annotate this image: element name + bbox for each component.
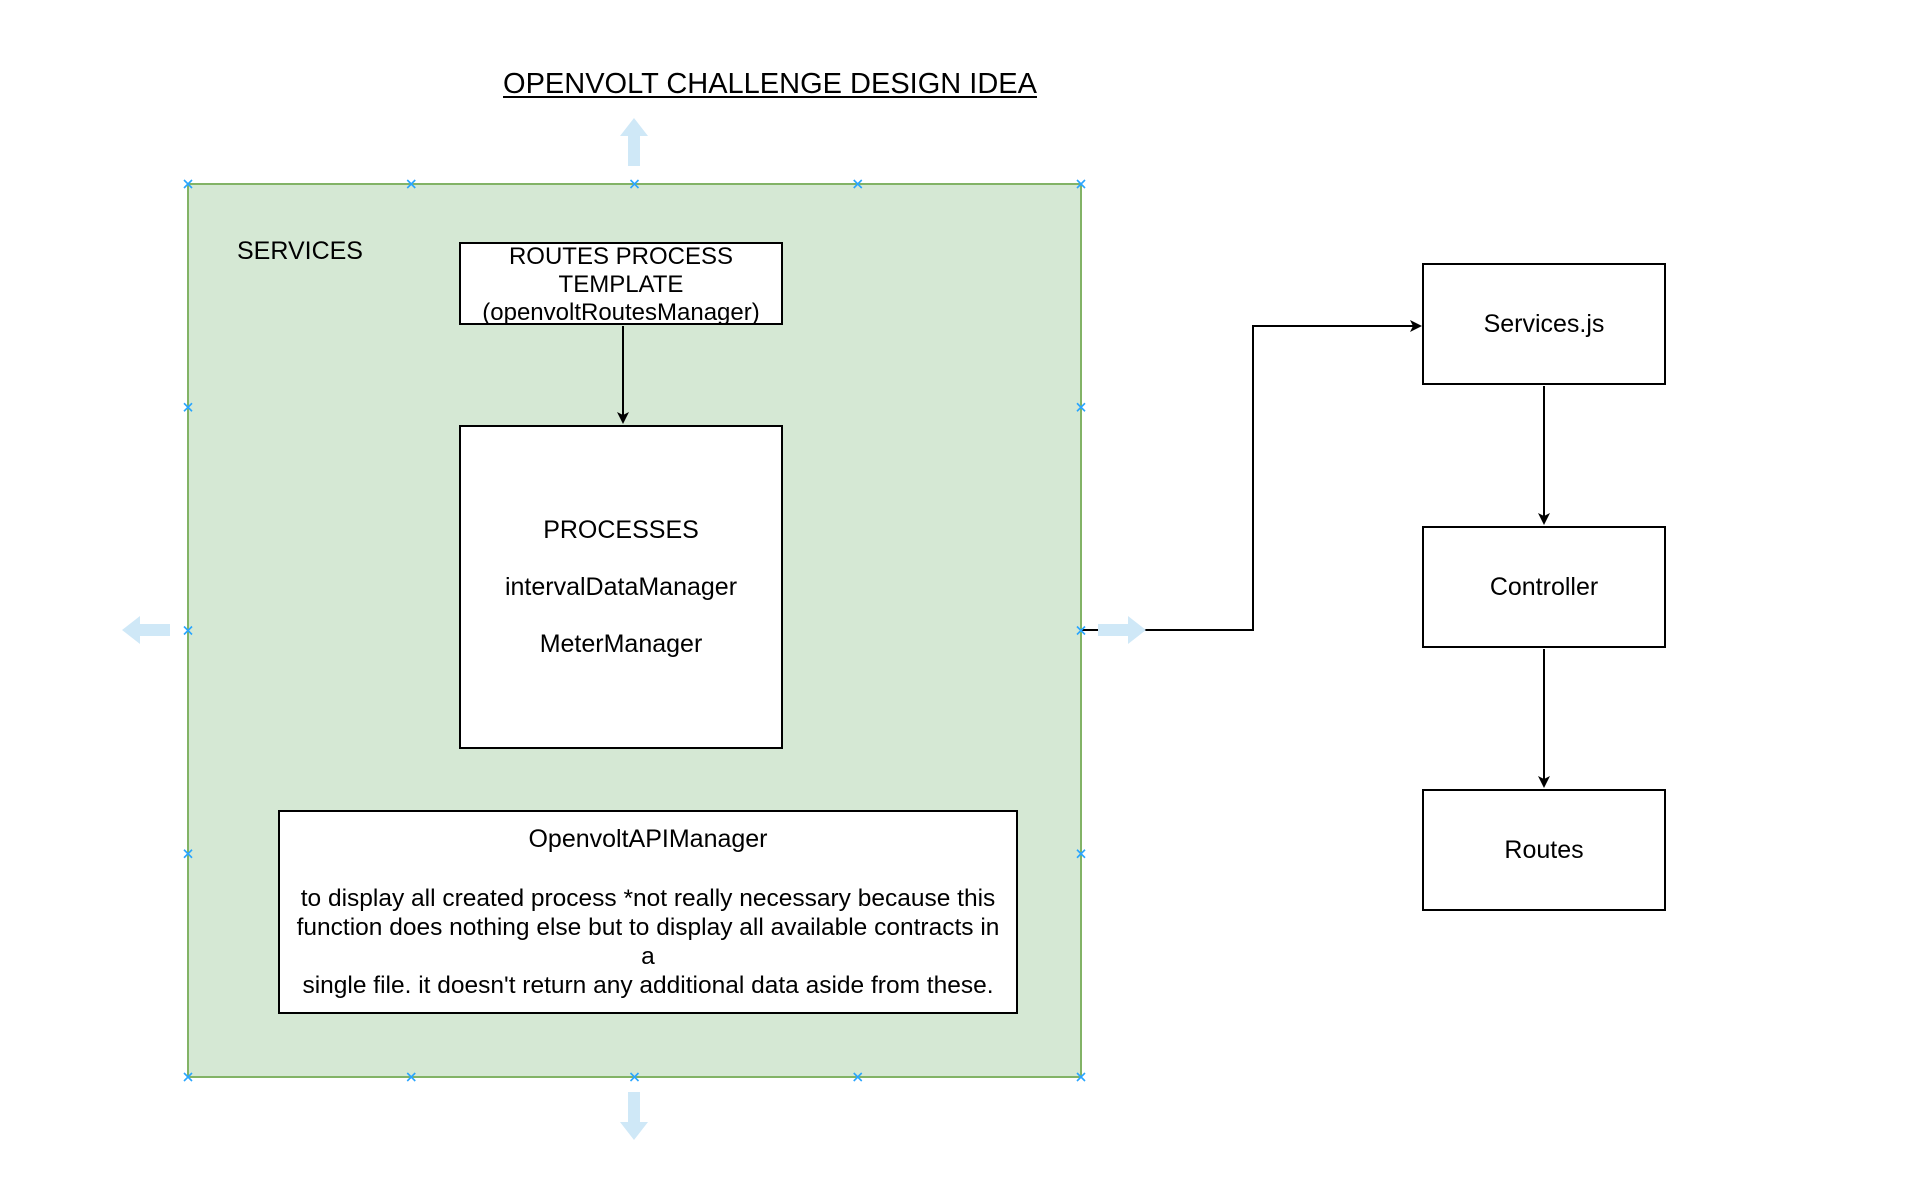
api-manager-description: to display all created process *not real… bbox=[290, 884, 1006, 1000]
selection-handle-icon[interactable] bbox=[1076, 849, 1086, 859]
api-manager-heading: OpenvoltAPIManager bbox=[528, 824, 768, 853]
selection-handle-icon[interactable] bbox=[183, 179, 193, 189]
hover-connect-arrow-icon-right[interactable] bbox=[1098, 616, 1146, 644]
selection-handle-icon[interactable] bbox=[183, 402, 193, 412]
selection-handle-icon[interactable] bbox=[1076, 1072, 1086, 1082]
selection-handles bbox=[183, 179, 1086, 1082]
routes-template-line1: ROUTES PROCESS bbox=[508, 242, 734, 270]
selection-handle-icon[interactable] bbox=[1076, 402, 1086, 412]
selection-handle-icon[interactable] bbox=[183, 1072, 193, 1082]
selection-handle-icon[interactable] bbox=[853, 1072, 863, 1082]
services-js-box[interactable]: Services.js bbox=[1422, 263, 1666, 385]
hover-connect-arrow-icon-down[interactable] bbox=[620, 1092, 648, 1140]
selection-handle-icon[interactable] bbox=[629, 1072, 640, 1082]
edge-services-to-servicesjs[interactable] bbox=[1081, 320, 1422, 631]
selection-handle-icon[interactable] bbox=[853, 179, 863, 189]
processes-box[interactable]: PROCESSES intervalDataManager MeterManag… bbox=[459, 425, 783, 749]
process-item: MeterManager bbox=[539, 629, 703, 658]
selection-handle-icon[interactable] bbox=[406, 179, 416, 189]
controller-box[interactable]: Controller bbox=[1422, 526, 1666, 648]
selection-handle-icon[interactable] bbox=[1076, 625, 1086, 636]
hover-connect-arrow-icon-up[interactable] bbox=[620, 118, 648, 166]
selection-handle-icon[interactable] bbox=[1076, 179, 1086, 189]
processes-heading: PROCESSES bbox=[543, 515, 699, 544]
diagram-title: OPENVOLT CHALLENGE DESIGN IDEA bbox=[503, 68, 1037, 100]
services-container-label: SERVICES bbox=[237, 237, 363, 265]
openvolt-api-manager-box[interactable]: OpenvoltAPIManager to display all create… bbox=[278, 810, 1018, 1014]
selection-handle-icon[interactable] bbox=[183, 625, 193, 636]
api-description-line: function does nothing else but to displa… bbox=[296, 913, 1000, 970]
routes-template-line3: (openvoltRoutesManager) bbox=[482, 298, 760, 326]
routes-label: Routes bbox=[1504, 835, 1584, 864]
api-description-line: to display all created process *not real… bbox=[300, 884, 996, 912]
controller-label: Controller bbox=[1489, 572, 1599, 601]
api-description-line: single file. it doesn't return any addit… bbox=[302, 971, 994, 999]
process-item: intervalDataManager bbox=[504, 572, 738, 601]
selection-handle-icon[interactable] bbox=[406, 1072, 416, 1082]
hover-connect-arrow-icon-left[interactable] bbox=[122, 616, 170, 644]
routes-template-line2: TEMPLATE bbox=[558, 270, 684, 298]
selection-handle-icon[interactable] bbox=[629, 179, 640, 189]
routes-box[interactable]: Routes bbox=[1422, 789, 1666, 911]
services-js-label: Services.js bbox=[1483, 309, 1605, 338]
selection-handle-icon[interactable] bbox=[183, 849, 193, 859]
routes-process-template-box[interactable]: ROUTES PROCESS TEMPLATE (openvoltRoutesM… bbox=[459, 242, 783, 326]
